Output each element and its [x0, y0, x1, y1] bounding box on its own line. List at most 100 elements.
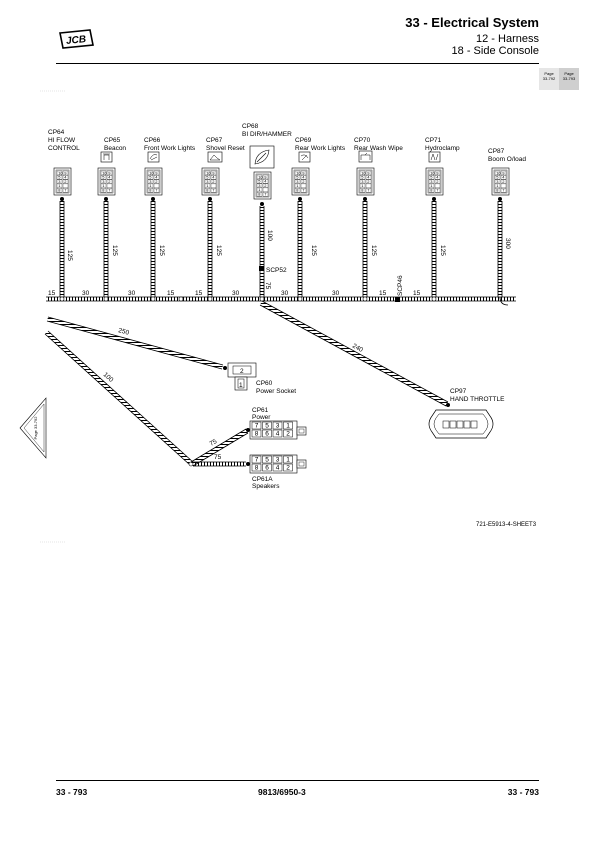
- pin-number: 1: [58, 183, 61, 188]
- pin-number: 1: [361, 183, 364, 188]
- pin-cell: [153, 175, 160, 180]
- pin-number: 3: [430, 179, 433, 184]
- pin-cell: [62, 175, 69, 180]
- drop-harness-cp71: 125: [431, 197, 446, 297]
- pin-cell: [153, 188, 160, 193]
- pin-number: 3: [58, 179, 61, 184]
- pin-number: 7: [155, 188, 158, 193]
- next-page-button[interactable]: Page 33-793: [559, 68, 579, 90]
- pin-cell: [500, 175, 507, 180]
- pin-cell: [153, 183, 160, 189]
- pin-number: 4: [276, 465, 280, 472]
- trunk-length-10: 15: [413, 290, 421, 297]
- pin-cell: [365, 179, 372, 184]
- pin-number: 4: [264, 179, 267, 184]
- cp66-id: CP66: [144, 137, 161, 144]
- splice-scp52-marker: [259, 266, 264, 271]
- pin-cell: [100, 179, 107, 184]
- connector-cp97[interactable]: CP97 HAND THROTTLE: [428, 388, 505, 439]
- pin-number: 5: [496, 175, 499, 180]
- pin-number: 3: [206, 179, 209, 184]
- pin-number: 8: [496, 188, 499, 193]
- footer-page-left: 33 - 793: [56, 787, 88, 797]
- pin-number: 7: [64, 188, 67, 193]
- pin-cell: [494, 170, 501, 176]
- beacon-icon: [100, 151, 113, 163]
- cp64-id: CP64: [48, 129, 65, 136]
- pin-number: 8: [255, 465, 259, 472]
- trunk-length-2: 30: [82, 290, 90, 297]
- branch-harness-cp60: 250: [46, 316, 227, 370]
- pin-cell: [283, 429, 293, 438]
- pin-number: 10: [258, 174, 263, 179]
- pin-number: 5: [265, 457, 269, 464]
- pin-cell: [494, 179, 501, 184]
- pin-number: 7: [212, 188, 215, 193]
- drawing-reference: 721-E5913-4-SHEET3: [476, 522, 537, 528]
- jcb-logo: JCB: [59, 29, 94, 49]
- pin-cell: [294, 188, 301, 193]
- pin-number: 1: [149, 183, 152, 188]
- cp68-name: BI DIR/HAMMER: [242, 131, 292, 138]
- cp70-name: Rear Wash Wipe: [354, 145, 403, 152]
- drop-length-cp70: 125: [370, 245, 377, 256]
- footer-rule: [56, 780, 539, 781]
- pin-cell: [147, 188, 154, 193]
- pin-cell: [272, 429, 283, 438]
- cp61a-id: CP61A: [252, 476, 273, 483]
- connector-cp60[interactable]: 2 1 CP60 Power Socket: [227, 362, 296, 395]
- pin-cell: [494, 175, 501, 180]
- pin-cell: [494, 183, 501, 189]
- pin-number: 1: [430, 183, 433, 188]
- pin-cell: [56, 175, 63, 180]
- pin-cell: [434, 175, 441, 180]
- side-arrow-label: Page 33-792: [33, 416, 38, 440]
- cp60-name: Power Socket: [256, 388, 296, 395]
- pin-cell: [106, 175, 113, 180]
- drop-harness-cp87: 300: [497, 197, 511, 306]
- pin-cell: [294, 179, 301, 184]
- pin-cell: [428, 183, 435, 189]
- drop-length-cp71: 125: [439, 245, 446, 256]
- pin-cell: [210, 188, 217, 193]
- pin-number: 9: [64, 170, 67, 175]
- cp66-name: Front Work Lights: [144, 145, 196, 152]
- pin-cell: [365, 170, 372, 176]
- side-page-arrow[interactable]: Page 33-792: [19, 397, 47, 459]
- pin-cell: [300, 170, 307, 176]
- section-subtitle: 12 - Harness: [476, 33, 539, 45]
- pin-cell: [56, 183, 63, 189]
- cp60-pin-top: 2: [240, 368, 244, 375]
- pin-cell: [272, 463, 283, 472]
- cp97-name: HAND THROTTLE: [450, 396, 505, 403]
- cp69-id: CP69: [295, 137, 312, 144]
- cp87-id: CP87: [488, 148, 505, 155]
- pin-number: 8: [149, 188, 152, 193]
- pin-cell: [251, 421, 262, 430]
- cp71-id: CP71: [425, 137, 442, 144]
- pin-cell: [359, 188, 366, 193]
- prev-page-button[interactable]: Page 33-792: [539, 68, 559, 90]
- pin-cell: [359, 183, 366, 189]
- pin-number: 3: [296, 179, 299, 184]
- pin-cell: [294, 175, 301, 180]
- branch-harness-cp61: 75: [190, 428, 250, 467]
- cp97-id: CP97: [450, 388, 467, 395]
- pin-cell: [500, 179, 507, 184]
- drop-harness-cp66: 125: [150, 197, 165, 297]
- pin-number: 2: [286, 431, 290, 438]
- jcb-logo-text: JCB: [66, 34, 87, 47]
- pin-cell: [204, 183, 211, 189]
